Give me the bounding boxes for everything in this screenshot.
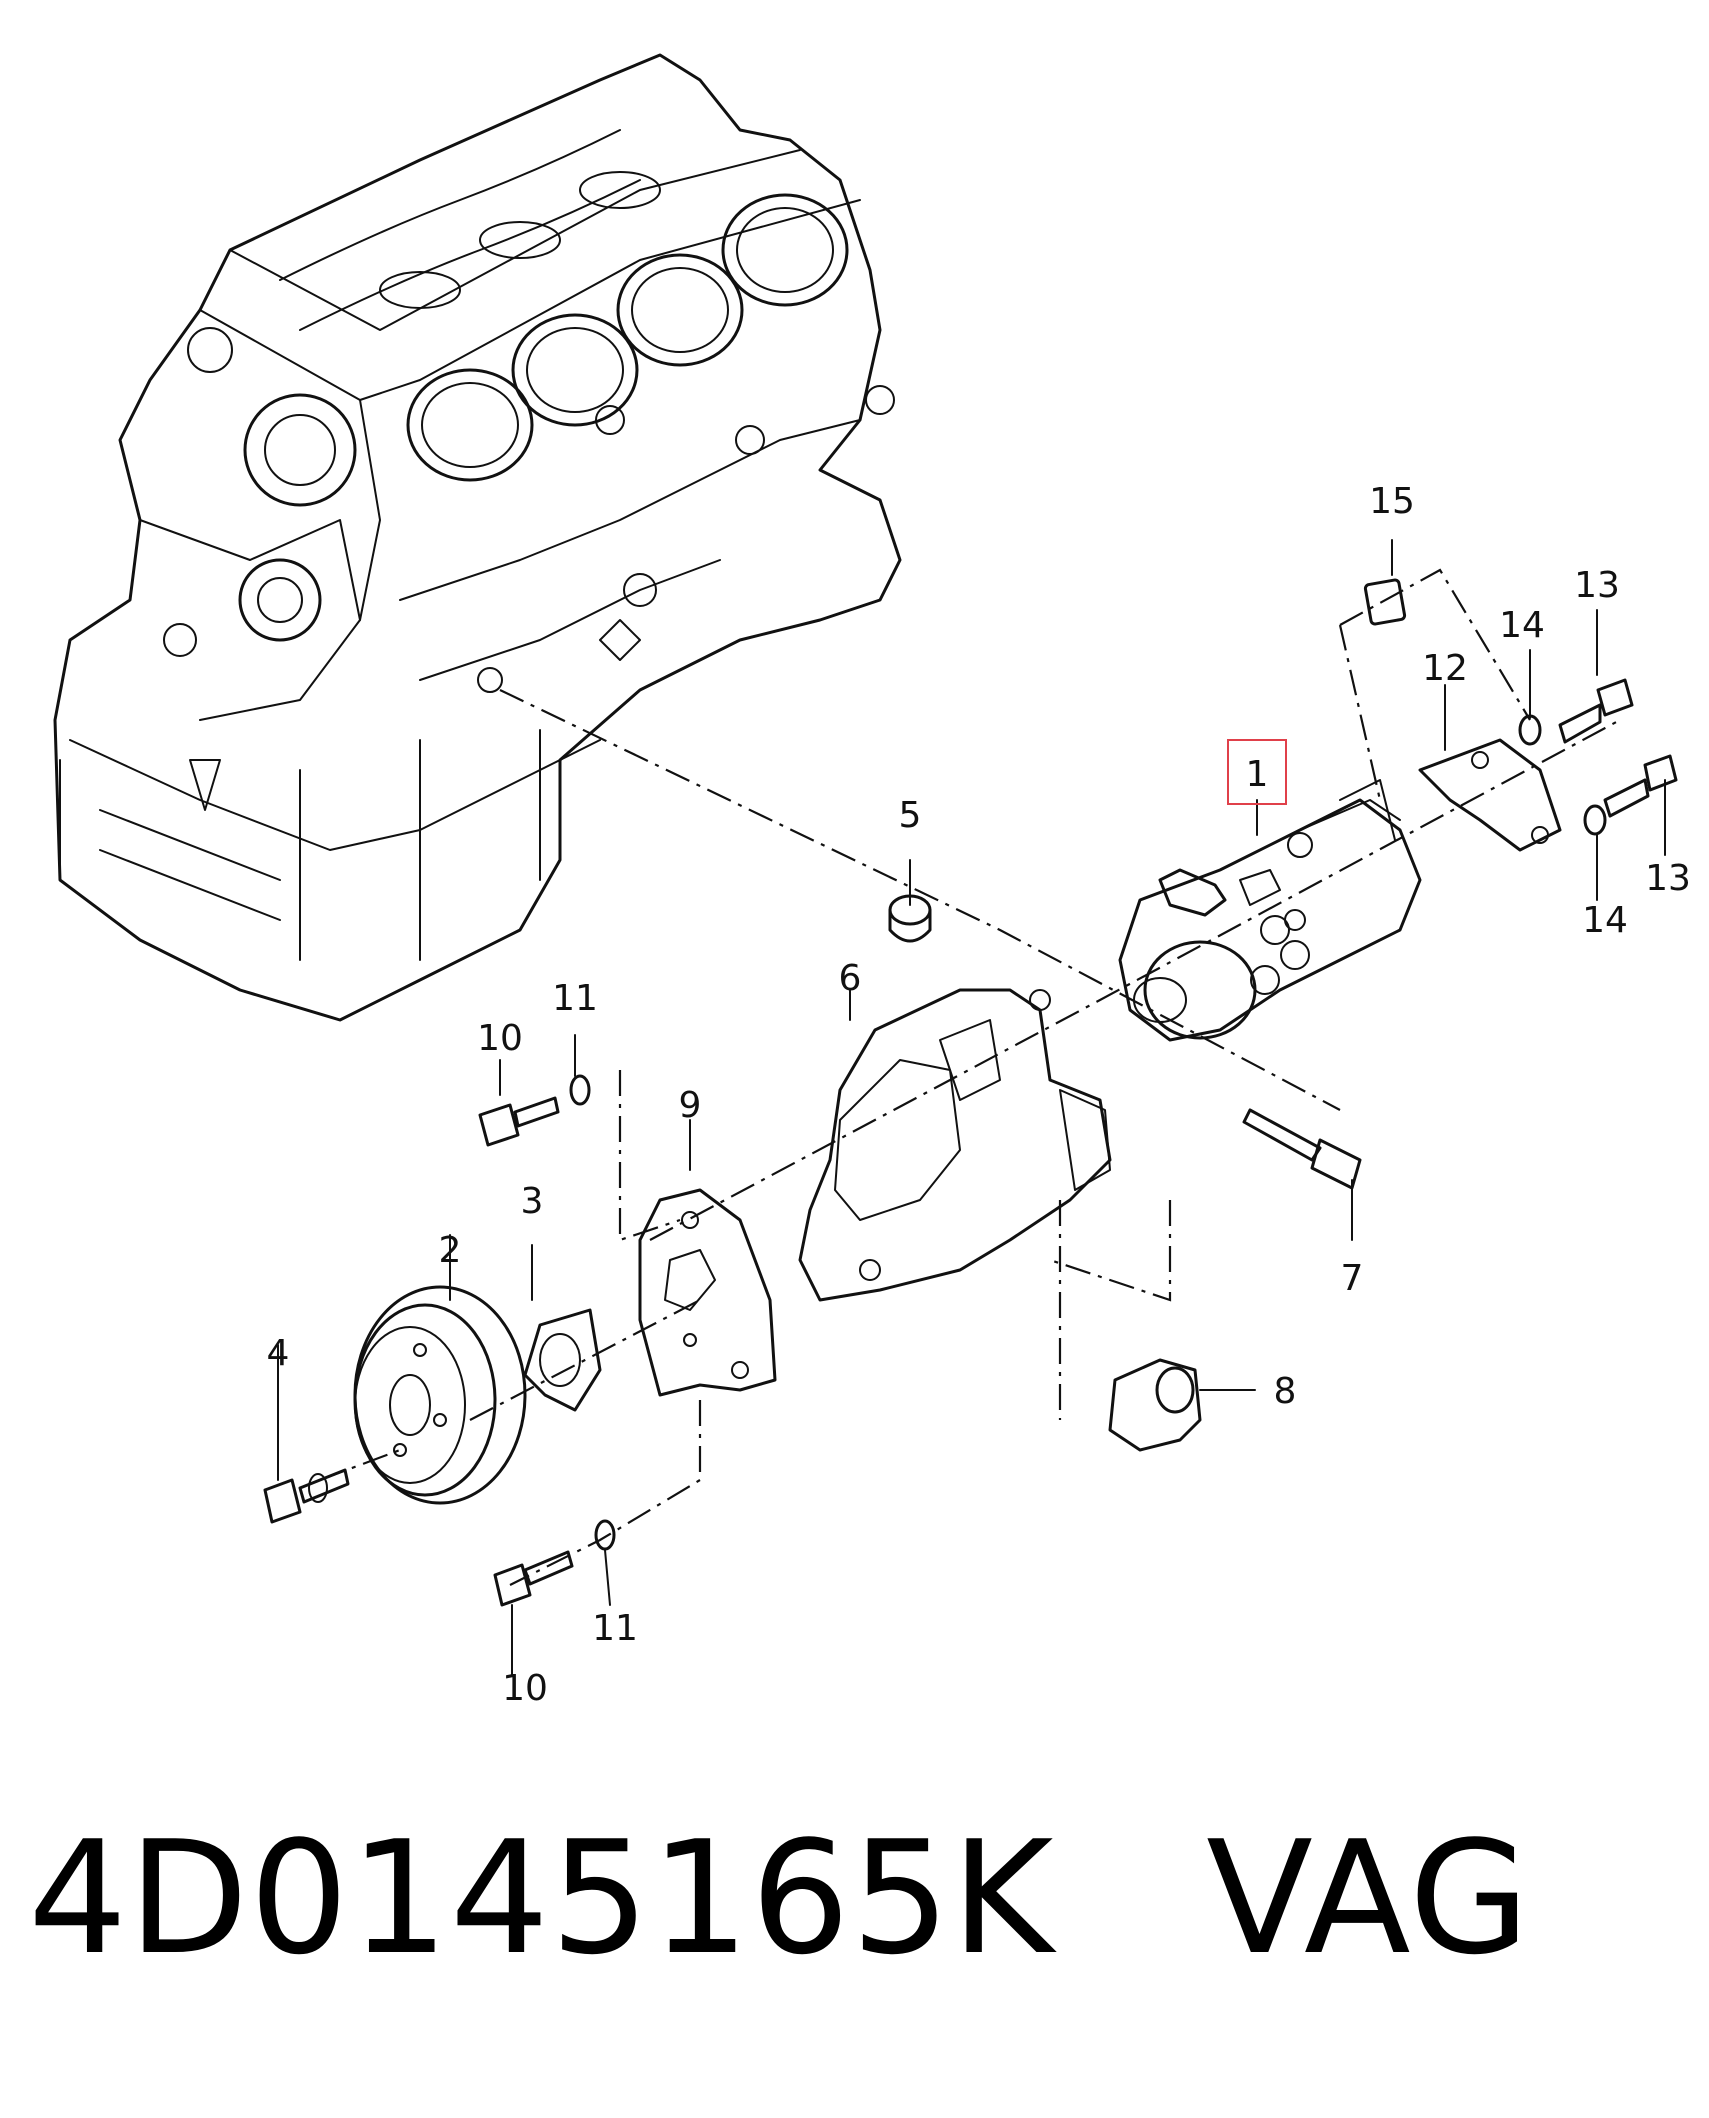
- part-1-steering-pump: [1118, 779, 1422, 1042]
- callout-10-lower: 10: [502, 1668, 548, 1709]
- part-9-plate: [638, 1188, 777, 1397]
- callout-3: 3: [521, 1181, 544, 1222]
- callout-10-upper: 10: [477, 1018, 523, 1059]
- part-15-dowel-sleeve: [1363, 578, 1407, 626]
- callout-1-highlight-box: [1227, 739, 1287, 805]
- part-4-bolt: [263, 1468, 350, 1524]
- brand-name: VAG: [1206, 1807, 1531, 1989]
- callout-4: 4: [267, 1333, 290, 1374]
- callout-5: 5: [899, 795, 922, 836]
- callout-14-lower: 14: [1582, 900, 1628, 941]
- callout-8: 8: [1274, 1371, 1297, 1412]
- callout-15: 15: [1369, 481, 1415, 522]
- part-13-bolts: [1558, 678, 1678, 818]
- part-6-bracket: [798, 988, 1112, 1302]
- callout-11-lower: 11: [592, 1608, 638, 1649]
- part-number-caption: 4D0145165K VAG: [28, 1820, 1531, 1976]
- part-11-washers: [569, 1074, 616, 1551]
- part-7-bolt: [1242, 1108, 1362, 1190]
- part-2-pulley: [353, 1285, 527, 1505]
- callout-14-upper: 14: [1499, 605, 1545, 646]
- callout-labels: 1 2 3 4 5 6 7 8 9 10 10 11 11 12 13 13 1…: [267, 481, 1691, 1709]
- callout-12: 12: [1422, 648, 1468, 689]
- callout-1: 1: [1246, 754, 1269, 795]
- callout-7: 7: [1341, 1258, 1364, 1299]
- leader-lines: [277, 539, 1666, 1676]
- part-10-bolts: [478, 1096, 574, 1607]
- callout-6: 6: [839, 958, 862, 999]
- part-12-gasket: [1418, 738, 1562, 852]
- callout-9: 9: [679, 1085, 702, 1126]
- engine-block: [53, 53, 902, 1022]
- callout-13-lower: 13: [1645, 858, 1691, 899]
- part-3-flange: [523, 1308, 602, 1412]
- part-number: 4D0145165K: [28, 1807, 1055, 1989]
- part-8-mount: [1108, 1358, 1202, 1452]
- callout-2: 2: [439, 1230, 462, 1271]
- callout-13-upper: 13: [1574, 565, 1620, 606]
- assembly-axis-lines: [319, 568, 1621, 1586]
- callout-11-upper: 11: [552, 978, 598, 1019]
